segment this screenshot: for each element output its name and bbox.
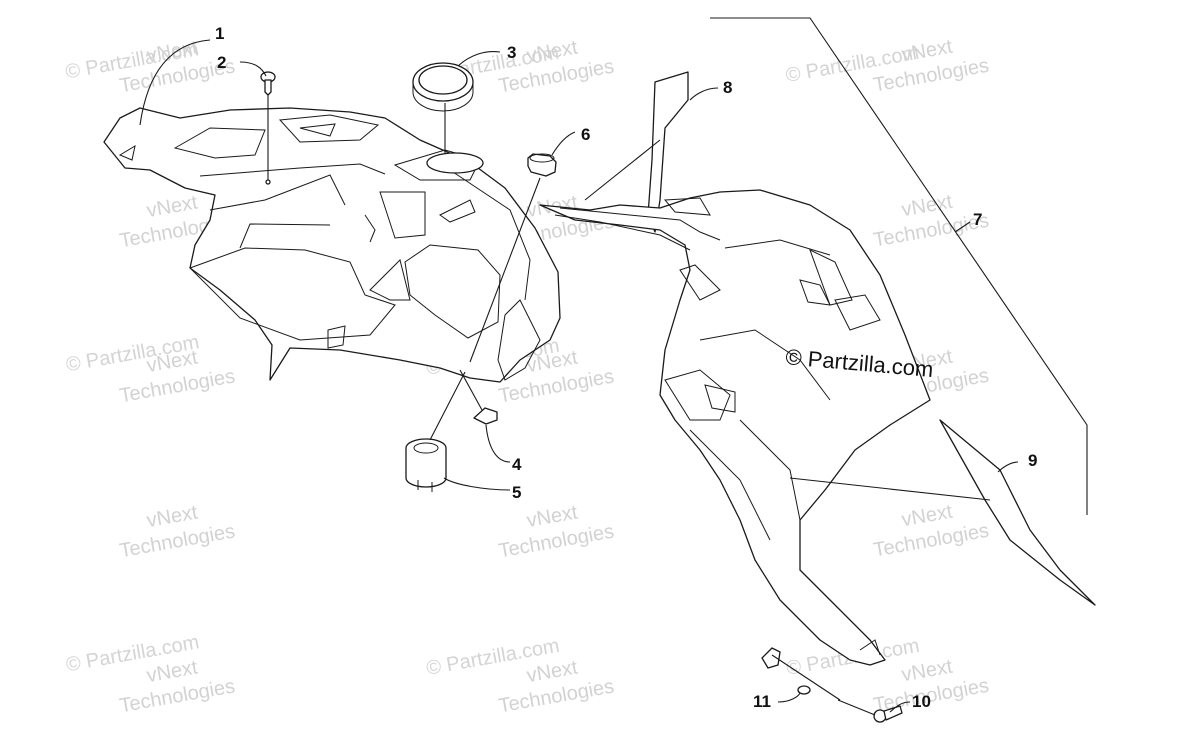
callout-labels: 1 2 3 4 5 6 7 8 9 10 11 [215, 24, 1037, 711]
speed-clip-part-4[interactable] [459, 369, 498, 425]
callout-1: 1 [215, 24, 224, 43]
shroud-part-1[interactable] [103, 107, 561, 383]
callout-7: 7 [973, 210, 982, 229]
washer-part-11[interactable] [761, 647, 841, 701]
callout-leaders [139, 39, 1019, 713]
lower-decal-part-9[interactable] [789, 419, 1096, 606]
callout-2: 2 [217, 53, 226, 72]
callout-3: 3 [507, 43, 516, 62]
callout-10: 10 [912, 692, 931, 711]
callout-11: 11 [753, 692, 771, 711]
callout-9: 9 [1028, 451, 1037, 470]
callout-8: 8 [723, 78, 732, 97]
indicator-socket-part-5[interactable] [405, 371, 466, 492]
callout-4: 4 [512, 455, 522, 474]
gauge-ring-part-3[interactable] [412, 62, 484, 174]
grommet-part-6[interactable] [469, 153, 557, 363]
side-panel-part-7[interactable] [539, 189, 931, 666]
callout-5: 5 [512, 483, 521, 502]
rivet-pin-part-10[interactable] [837, 699, 903, 723]
part-7-bracket [710, 17, 1088, 515]
callout-6: 6 [581, 125, 590, 144]
upper-decal-part-8[interactable] [584, 71, 689, 233]
screw-part-2[interactable] [260, 71, 276, 185]
